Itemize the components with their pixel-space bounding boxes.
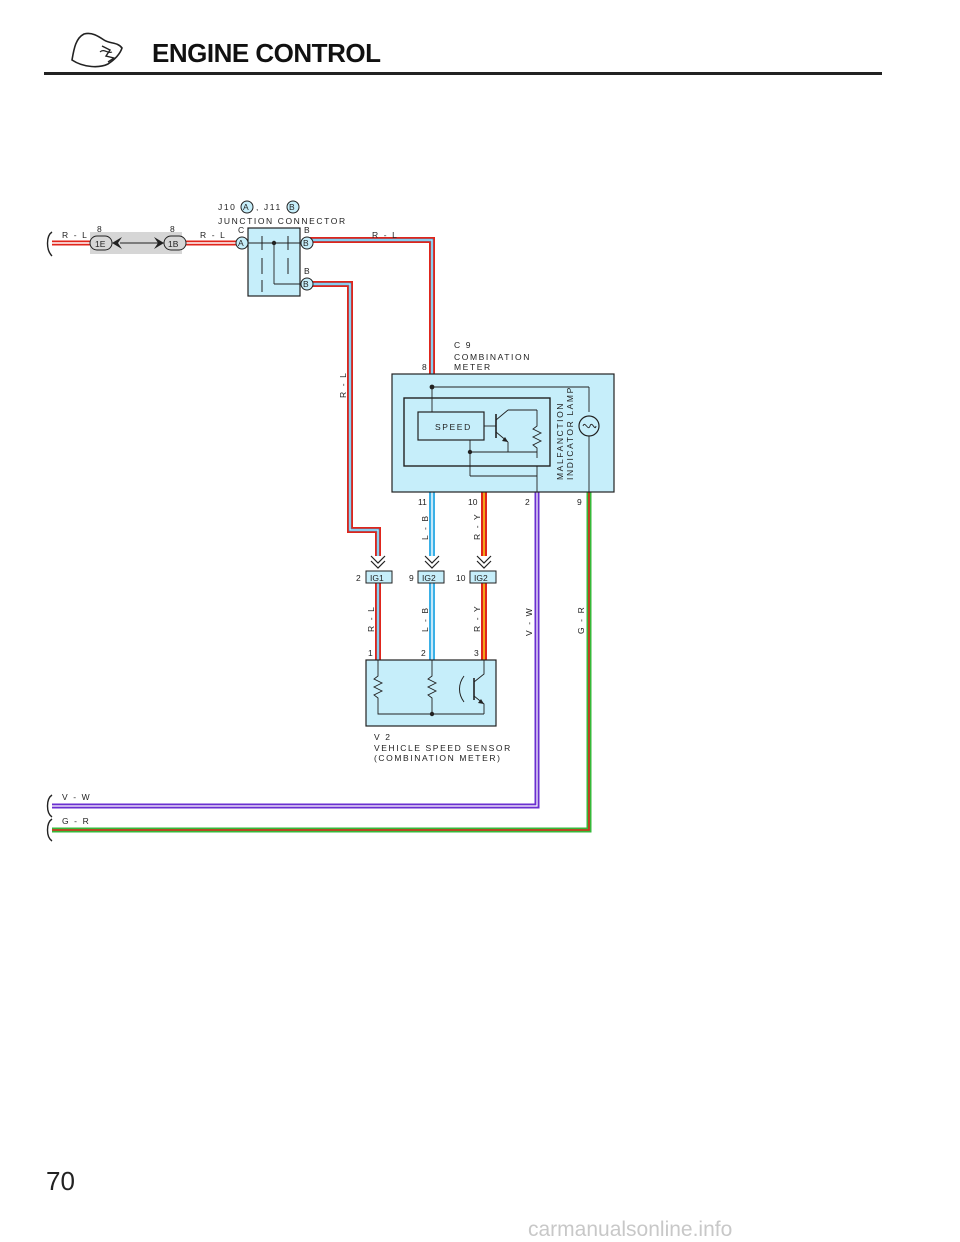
junction-pin-b2-badge: B — [303, 279, 309, 289]
wire-label-vw-left: V - W — [62, 792, 91, 802]
ig-pin-2: 9 — [409, 573, 414, 583]
combination-meter-box — [391, 373, 615, 493]
ig-connector-3 — [469, 570, 497, 584]
sensor-pin-2: 2 — [421, 648, 426, 658]
connector-1e — [89, 235, 122, 251]
vehicle-speed-sensor-box — [365, 659, 497, 727]
connector-1b-pin: 8 — [170, 224, 175, 234]
meter-speed-label: SPEED — [435, 422, 472, 432]
junction-ref-a: J10 — [218, 202, 237, 212]
junction-pin-a: A — [238, 238, 244, 248]
meter-lamp-label-1: MALFANCTION — [555, 402, 565, 480]
meter-ref: C 9 — [454, 340, 472, 350]
meter-top-pin: 8 — [422, 362, 427, 372]
wire-break-markers — [46, 231, 53, 842]
page-number: 70 — [46, 1166, 75, 1196]
junction-badge-b1 — [300, 236, 314, 250]
junction-badge-a — [235, 236, 249, 250]
connector-1e-pin: 8 — [97, 224, 102, 234]
sensor-pin-1: 1 — [368, 648, 373, 658]
header-divider — [44, 72, 882, 75]
wire-rl-vertical — [310, 281, 381, 556]
meter-pin-2: 2 — [525, 497, 530, 507]
wire-label-vw-vertical: V - W — [524, 607, 534, 636]
junction-header-badge-a — [240, 200, 254, 214]
engine-icon — [71, 32, 123, 68]
connector-1e-code: 1E — [95, 239, 106, 249]
junction-pin-b2: B — [304, 266, 310, 276]
meter-pin-9: 9 — [577, 497, 582, 507]
connector-1b-code: 1B — [168, 239, 179, 249]
ig-code-3: IG2 — [474, 573, 488, 583]
wire-label-rl-right: R - L — [372, 230, 398, 240]
watermark: carmanualsonline.info — [528, 1218, 733, 1241]
ig-pin-1: 2 — [356, 573, 361, 583]
ig-code-1: IG1 — [370, 573, 384, 583]
meter-lamp-label-2: INDICATOR LAMP — [565, 386, 575, 480]
junction-header-badge-b — [286, 200, 300, 214]
ig-connector-1 — [365, 570, 393, 584]
sensor-pin-3: 3 — [474, 648, 479, 658]
wire-rl-top — [310, 237, 435, 374]
wire-label-rl-mid: R - L — [200, 230, 226, 240]
wire-label-rl-left: R - L — [62, 230, 88, 240]
wire-label-ry-upper: R - Y — [472, 513, 482, 540]
wire-label-gr-vertical: G - R — [576, 606, 586, 634]
meter-name-1: COMBINATION — [454, 352, 531, 362]
wire-label-rl-lower: R - L — [366, 606, 376, 632]
meter-pin-11: 11 — [418, 497, 427, 507]
junction-badge-b2 — [300, 277, 314, 291]
sensor-name-1: VEHICLE SPEED SENSOR — [374, 743, 512, 753]
wire-gr — [52, 492, 592, 833]
ig-code-2: IG2 — [422, 573, 436, 583]
junction-header-badge-a-label: A — [243, 202, 249, 212]
junction-pin-b1: B — [304, 225, 310, 235]
meter-pin-10: 10 — [468, 497, 478, 507]
connector-1b — [154, 235, 187, 251]
wire-label-lb-upper: L - B — [420, 514, 430, 540]
junction-header-badge-b-label: B — [289, 202, 295, 212]
wire-label-ry-lower: R - Y — [472, 605, 482, 632]
ig-connector-2 — [417, 570, 445, 584]
wire-label-lb-lower: L - B — [420, 606, 430, 632]
wire-vw — [52, 492, 540, 809]
page-title: ENGINE CONTROL — [152, 38, 381, 68]
wire-label-gr-left: G - R — [62, 816, 90, 826]
junction-pin-c: C — [238, 225, 244, 235]
sensor-ref: V 2 — [374, 732, 392, 742]
meter-name-2: METER — [454, 362, 492, 372]
ig-chevrons — [370, 555, 492, 569]
junction-connector-box — [247, 227, 301, 297]
sensor-name-2: (COMBINATION METER) — [374, 753, 502, 763]
junction-pin-b1-badge: B — [303, 238, 309, 248]
ig-pin-3: 10 — [456, 573, 466, 583]
wire-label-rl-vertical: R - L — [338, 372, 348, 398]
junction-ref-sep: , J11 — [256, 202, 282, 212]
junction-name: JUNCTION CONNECTOR — [218, 216, 347, 226]
